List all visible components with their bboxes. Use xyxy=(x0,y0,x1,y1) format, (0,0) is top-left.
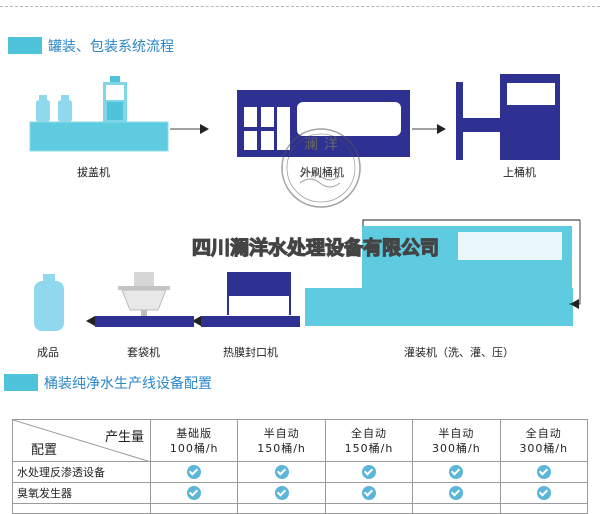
uncapper-machine-graphic xyxy=(29,76,169,152)
label-heat-sealer: 热膜封口机 xyxy=(223,346,278,359)
top-dashed-divider xyxy=(0,6,600,7)
label-bagger: 套袋机 xyxy=(127,346,160,359)
label-uncapper: 拔盖机 xyxy=(77,166,110,179)
process-flow-diagram xyxy=(29,74,581,331)
filling-machine-graphic xyxy=(305,219,581,326)
check-cell xyxy=(149,482,239,504)
check-icon xyxy=(361,465,376,479)
outer-washer-graphic xyxy=(237,90,410,157)
watermark-seal-text: 澜洋 xyxy=(304,137,344,153)
check-icon xyxy=(187,465,202,479)
table-row: 水处理反渗透设备 xyxy=(12,461,589,483)
table-row: 臭氧发生器 xyxy=(12,482,589,504)
watermark-seal xyxy=(281,128,361,208)
check-cell xyxy=(149,461,239,483)
row-label: 臭氧发生器 xyxy=(12,482,151,504)
check-cell xyxy=(237,482,326,504)
watermark-company: 四川澜洋水处理设备有限公司 xyxy=(191,236,440,259)
finished-bottle-graphic xyxy=(34,274,64,331)
section-title-process: 罐装、包装系统流程 xyxy=(48,39,174,55)
bucket-loader-graphic xyxy=(456,74,560,160)
check-icon xyxy=(536,465,551,479)
check-cell xyxy=(412,461,501,483)
check-icon xyxy=(274,486,289,500)
check-icon xyxy=(361,486,376,500)
section-badge-config xyxy=(4,374,38,391)
check-cell xyxy=(499,482,589,504)
check-cell xyxy=(412,482,501,504)
corner-bottom-label: 配置 xyxy=(31,443,58,458)
check-icon xyxy=(449,465,464,479)
corner-diagonal xyxy=(13,420,151,462)
label-loader: 上桶机 xyxy=(503,166,536,179)
heat-sealer-graphic xyxy=(201,272,300,327)
label-filler: 灌装机（洗、灌、压） xyxy=(404,346,514,359)
section-badge xyxy=(8,37,42,54)
check-cell xyxy=(324,482,414,504)
label-product: 成品 xyxy=(37,346,59,359)
corner-top-label: 产生量 xyxy=(104,430,144,445)
check-cell xyxy=(324,461,414,483)
table-corner-cell: 产生量 配置 xyxy=(12,419,151,462)
row-label: 水处理反渗透设备 xyxy=(12,461,151,483)
check-cell xyxy=(499,461,589,483)
check-icon xyxy=(536,486,551,500)
check-cell xyxy=(237,461,326,483)
section-title-config: 桶装纯净水生产线设备配置 xyxy=(44,376,212,392)
table-row-partial xyxy=(12,503,589,514)
label-outer-washer: 外刷桶机 xyxy=(300,166,344,179)
check-icon xyxy=(187,486,202,500)
bagger-graphic xyxy=(95,272,194,327)
check-icon xyxy=(274,465,289,479)
check-icon xyxy=(449,486,464,500)
